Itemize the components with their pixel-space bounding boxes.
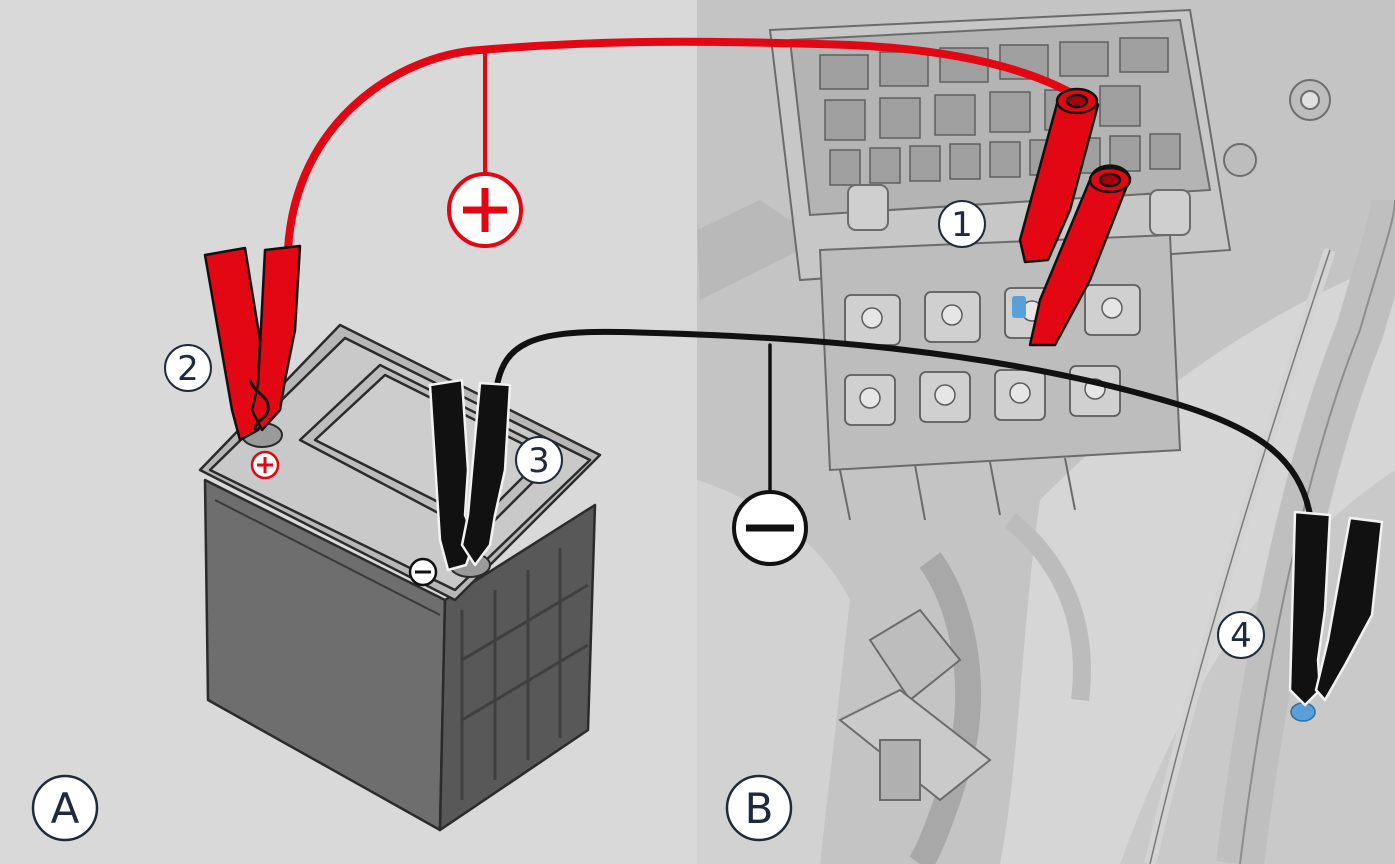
fuse-box-icon (768, 8, 1232, 521)
negative-cable (494, 328, 1313, 518)
callout-1: 1 (938, 200, 986, 248)
negative-terminal-symbol (408, 557, 438, 587)
jumper-clamp-icon (1018, 87, 1132, 347)
panel-label-b: B (725, 774, 793, 842)
panel-label-b-text: B (745, 784, 774, 833)
positive-terminal-symbol (250, 450, 280, 480)
positive-symbol-large (447, 172, 523, 248)
jumper-clamp-icon (428, 378, 512, 572)
battery-icon (198, 323, 602, 832)
callout-2-label: 2 (177, 349, 199, 389)
jumper-clamp-icon (1288, 510, 1384, 707)
callout-2: 2 (164, 344, 212, 392)
panel-label-a-text: A (51, 784, 80, 833)
callout-3: 3 (515, 436, 563, 484)
engine-bay-illustration (697, 8, 1395, 864)
callout-1-label: 1 (951, 205, 973, 245)
callout-4-label: 4 (1230, 616, 1252, 656)
ground-point-icon (1290, 702, 1316, 722)
jumper-clamp-icon (203, 244, 302, 442)
callout-3-label: 3 (528, 441, 550, 481)
panel-label-a: A (31, 774, 99, 842)
positive-cable (284, 37, 1079, 254)
callout-4: 4 (1217, 611, 1265, 659)
negative-symbol-large (732, 490, 808, 566)
